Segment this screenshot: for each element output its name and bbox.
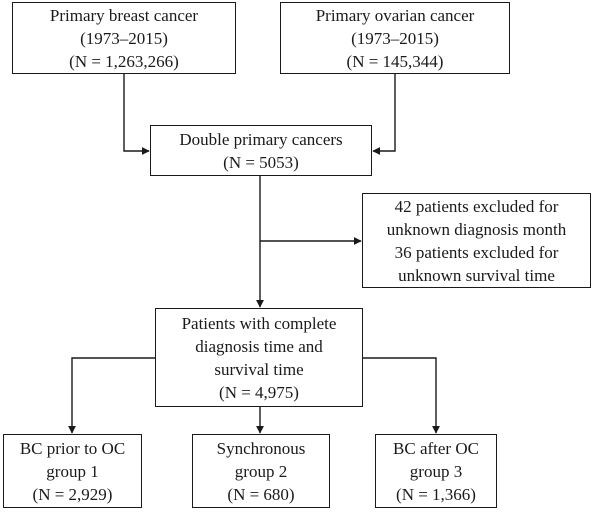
node-group-1: BC prior to OC group 1 (N = 2,929) — [3, 434, 142, 508]
node-line: (N = 5053) — [223, 152, 299, 172]
arrow-complete-to-group3 — [363, 357, 440, 434]
node-line: BC prior to OC — [19, 438, 126, 458]
node-line: Patients with complete — [181, 313, 337, 333]
node-line: (N = 145,344) — [346, 51, 444, 71]
node-line: (1973–2015) — [80, 28, 168, 48]
arrow-breast-to-double — [123, 74, 150, 155]
node-line: Synchronous — [216, 438, 306, 458]
node-line: group 3 — [409, 461, 463, 481]
node-group-2: Synchronous group 2 (N = 680) — [192, 434, 330, 508]
node-line: (1973–2015) — [351, 28, 439, 48]
node-complete-patients: Patients with complete diagnosis time an… — [155, 308, 363, 407]
node-line: 42 patients excluded for — [394, 196, 559, 216]
node-excluded-patients: 42 patients excluded for unknown diagnos… — [362, 193, 591, 288]
node-line: (N = 1,263,266) — [69, 51, 179, 71]
node-line: survival time — [214, 359, 304, 379]
node-double-primary-cancers: Double primary cancers (N = 5053) — [150, 125, 372, 176]
node-group-3: BC after OC group 3 (N = 1,366) — [375, 434, 497, 508]
node-primary-breast-cancer: Primary breast cancer (1973–2015) (N = 1… — [12, 2, 236, 74]
node-line: (N = 2,929) — [32, 484, 113, 504]
node-line: (N = 680) — [227, 484, 295, 504]
node-line: 36 patients excluded for — [394, 242, 559, 262]
node-line: (N = 1,366) — [396, 484, 476, 504]
node-line: Primary breast cancer — [49, 5, 199, 25]
arrow-ovarian-to-double — [372, 74, 396, 155]
node-line: group 2 — [234, 461, 288, 481]
node-primary-ovarian-cancer: Primary ovarian cancer (1973–2015) (N = … — [280, 2, 510, 74]
node-line: (N = 4,975) — [219, 382, 299, 402]
node-line: unknown diagnosis month — [386, 219, 567, 239]
node-line: BC after OC — [393, 438, 479, 458]
node-line: Double primary cancers — [179, 129, 343, 149]
node-line: Primary ovarian cancer — [315, 5, 475, 25]
arrow-complete-to-group1 — [68, 357, 155, 434]
node-line: group 1 — [46, 461, 99, 481]
node-line: diagnosis time and — [195, 336, 323, 356]
node-line: unknown survival time — [398, 265, 555, 285]
